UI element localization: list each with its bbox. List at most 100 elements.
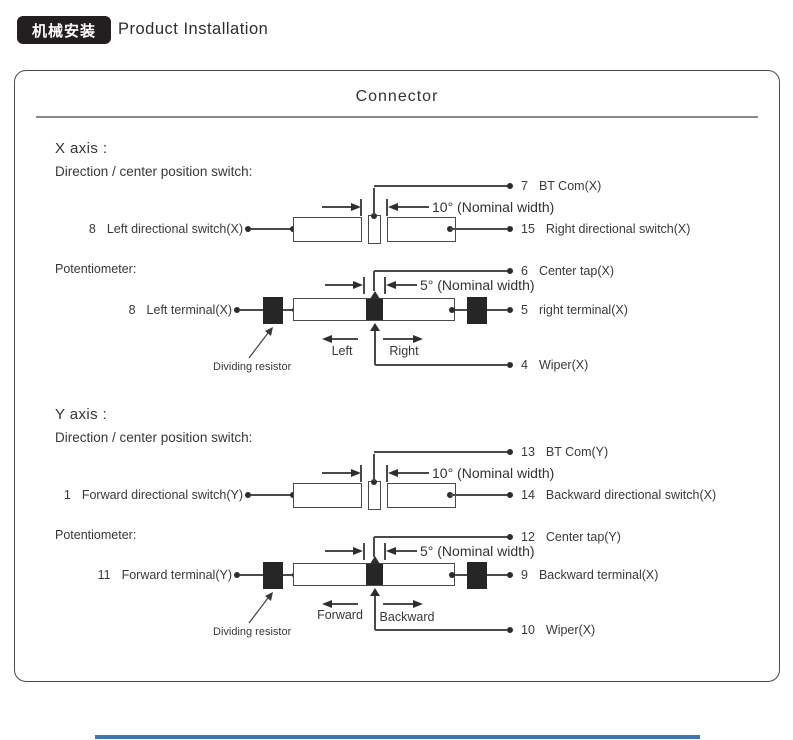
right-contact-box-x — [387, 217, 456, 242]
page-title: Product Installation — [118, 20, 269, 38]
dim-tick — [360, 465, 362, 482]
terminal-dot — [371, 213, 377, 219]
pin-label: Center tap(Y) — [545, 530, 621, 544]
dividing-resistor-arrow-icon — [248, 327, 273, 359]
pin-7-bt-com-x: 7 BT Com(X) — [521, 179, 601, 193]
dim-line — [396, 284, 417, 286]
terminal-dot — [449, 572, 455, 578]
dim-arrow-left-icon — [386, 547, 396, 555]
pin-label: Left terminal(X) — [146, 303, 232, 317]
pin-label: Wiper(X) — [538, 358, 589, 372]
pin-label: BT Com(Y) — [545, 445, 609, 459]
pin-number: 6 — [521, 264, 528, 278]
left-contact-box-x — [293, 217, 362, 242]
terminal-dot — [507, 492, 513, 498]
wiper-line-x — [375, 364, 507, 366]
direction-arrow-right-icon — [413, 600, 423, 608]
pin-number: 4 — [521, 358, 528, 372]
nominal-width-label-x-pot: 5° (Nominal width) — [420, 277, 535, 293]
terminal-dot — [507, 362, 513, 368]
terminal-dot — [507, 534, 513, 540]
dim-arrow-right-icon — [351, 469, 361, 477]
x-axis-heading: X axis : — [55, 140, 108, 157]
direction-arrow-right-icon — [413, 335, 423, 343]
dim-line — [325, 284, 353, 286]
direction-line — [332, 338, 358, 340]
pin-11-forward-terminal-y: 11 Forward terminal(Y) — [50, 568, 232, 582]
direction-line — [383, 338, 413, 340]
lead-line — [251, 228, 293, 230]
center-tap-riser-x — [373, 271, 375, 291]
lead-line — [240, 309, 263, 311]
pin-number: 9 — [521, 568, 528, 582]
dim-arrow-left-icon — [386, 281, 396, 289]
section-badge-label: 机械安装 — [31, 22, 96, 40]
terminal-dot — [507, 627, 513, 633]
y-switch-section-label: Direction / center position switch: — [55, 430, 253, 445]
pin-number: 13 — [521, 445, 535, 459]
dim-line — [322, 206, 351, 208]
x-switch-section-label: Direction / center position switch: — [55, 164, 253, 179]
wiper-contact-y — [366, 564, 383, 585]
direction-line — [332, 603, 358, 605]
lead-line — [251, 494, 293, 496]
pin-number: 15 — [521, 222, 535, 236]
pin-label: BT Com(X) — [538, 179, 602, 193]
y-axis-heading: Y axis : — [55, 406, 108, 423]
wiper-contact-cap-icon — [370, 556, 380, 564]
direction-arrow-left-icon — [322, 335, 332, 343]
direction-label-right-x: Right — [389, 344, 419, 358]
pin-1-forward-directional-switch-y: 1 Forward directional switch(Y) — [45, 488, 243, 502]
direction-label-forward: Forward — [317, 608, 363, 622]
dim-arrow-left-icon — [388, 469, 398, 477]
dim-arrow-left-icon — [388, 203, 398, 211]
bt-com-line-y — [374, 451, 508, 453]
lead-line — [283, 309, 293, 311]
pin-label: Backward terminal(X) — [538, 568, 659, 582]
dividing-resistor-label-x: Dividing resistor — [213, 361, 292, 373]
dim-arrow-right-icon — [351, 203, 361, 211]
terminal-dot — [507, 183, 513, 189]
footer-accent-bar — [95, 735, 700, 739]
dim-tick — [363, 277, 365, 294]
pin-label: Backward directional switch(X) — [545, 488, 717, 502]
bt-com-riser-x — [373, 188, 375, 215]
lead-line — [283, 574, 293, 576]
terminal-dot — [245, 492, 251, 498]
lead-line — [240, 574, 263, 576]
center-tap-line-y — [374, 536, 508, 538]
pin-label: Right directional switch(X) — [545, 222, 691, 236]
pin-label: Left directional switch(X) — [106, 222, 243, 236]
pin-number: 10 — [521, 623, 535, 637]
wiper-arrow-up-icon — [370, 588, 380, 596]
pin-number: 11 — [97, 568, 111, 582]
lead-line — [487, 309, 507, 311]
dim-tick — [384, 543, 386, 560]
connector-title: Connector — [355, 88, 439, 105]
wiper-contact-cap-icon — [370, 291, 380, 299]
terminal-dot — [245, 226, 251, 232]
dim-tick — [386, 199, 388, 216]
nominal-width-label-y-pot: 5° (Nominal width) — [420, 543, 535, 559]
terminal-dot — [507, 572, 513, 578]
x-pot-section-label: Potentiometer: — [55, 262, 137, 276]
nominal-width-label-x-switch: 10° (Nominal width) — [432, 199, 555, 215]
pin-number: 8 — [128, 303, 136, 317]
pin-label: Forward terminal(Y) — [121, 568, 232, 582]
right-contact-box-y — [387, 483, 456, 508]
lead-line — [450, 228, 507, 230]
pin-12-center-tap-y: 12 Center tap(Y) — [521, 530, 621, 544]
pin-number: 7 — [521, 179, 528, 193]
terminal-dot — [507, 449, 513, 455]
terminal-dot — [507, 226, 513, 232]
pin-number: 14 — [521, 488, 535, 502]
center-contact-box-x — [368, 215, 381, 244]
wiper-line-y — [375, 629, 507, 631]
pin-label: Wiper(X) — [545, 623, 596, 637]
dividing-resistor-block-right-y — [467, 562, 487, 589]
pin-5-right-terminal-x: 5 right terminal(X) — [521, 303, 628, 317]
direction-label-backward: Backward — [379, 610, 435, 624]
direction-line — [383, 603, 413, 605]
pin-number: 5 — [521, 303, 528, 317]
center-contact-box-y — [368, 481, 381, 510]
